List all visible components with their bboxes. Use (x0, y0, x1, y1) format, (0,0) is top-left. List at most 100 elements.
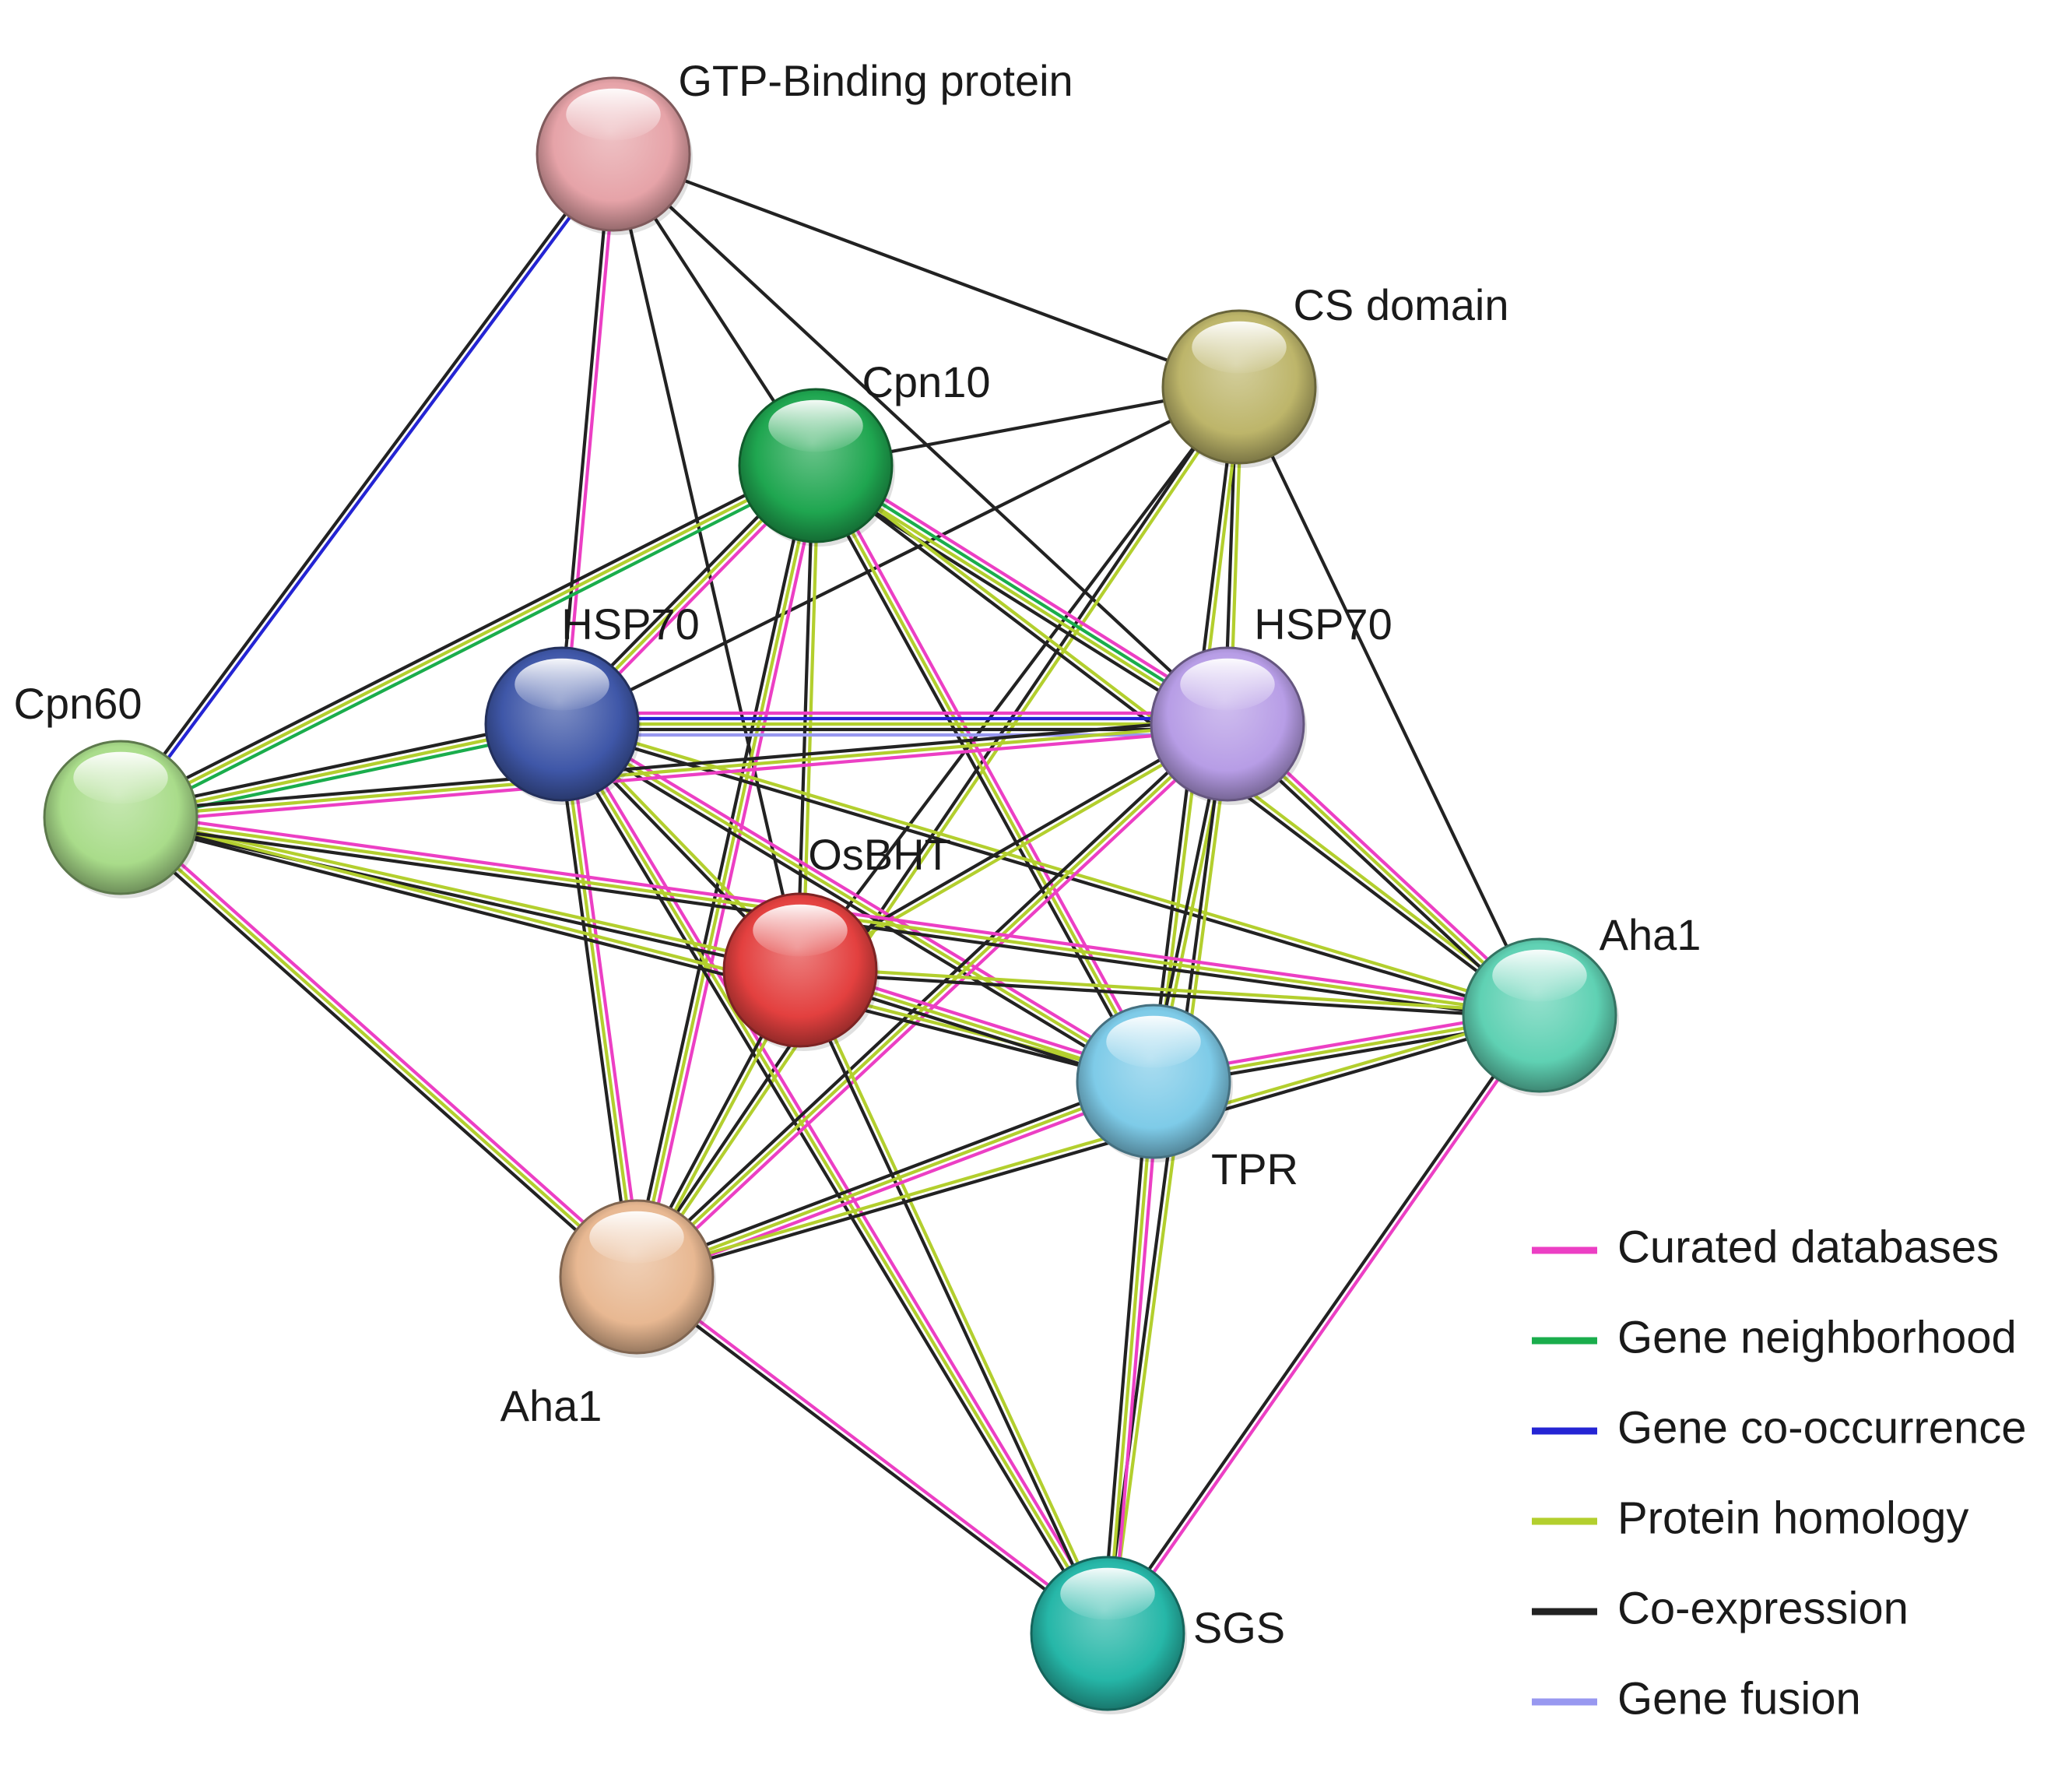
edge-strand-neighborhood (121, 469, 820, 824)
legend-label: Protein homology (1617, 1492, 1968, 1543)
node-label-aha1r: Aha1 (1600, 910, 1701, 959)
node-aha1r[interactable] (1462, 937, 1619, 1096)
edge-cpn10-tpr (809, 461, 1161, 1086)
node-highlight (1180, 658, 1275, 711)
node-label-sgs: SGS (1193, 1603, 1285, 1652)
node-gtp[interactable] (536, 76, 693, 235)
edge-strand-coexpression (611, 152, 802, 972)
edge-aha1l-sgs (633, 1273, 1112, 1637)
edge-strand-coexpression (554, 723, 634, 1280)
edge-cs-hsp70a (560, 385, 1241, 726)
legend-item-cooccurrence: Gene co-occurrence (1532, 1402, 2026, 1453)
edge-strand-coexpression (631, 718, 1226, 1275)
node-label-aha1l: Aha1 (500, 1381, 602, 1430)
node-cpn60[interactable] (43, 740, 200, 898)
edge-strand-homology (118, 463, 818, 820)
edge-strand-curated (119, 727, 1230, 825)
edge-strand-coexpression (633, 383, 1239, 1278)
node-highlight (589, 1211, 684, 1264)
edge-strand-coexpression (1104, 1011, 1540, 1634)
edge-strand-coexpression (809, 470, 1225, 733)
edge-strand-homology (799, 965, 1542, 1014)
node-label-osbht: OsBHT (808, 830, 951, 879)
edge-strand-homology (118, 722, 1230, 820)
node-tpr[interactable] (1076, 1004, 1233, 1162)
edge-strand-homology (118, 815, 639, 1279)
edge-strand-curated (563, 717, 1158, 1079)
edge-strand-coexpression (118, 818, 1155, 1086)
node-highlight (753, 904, 848, 957)
edge-strand-coexpression (635, 1016, 1543, 1282)
edge-strand-homology (634, 1079, 1156, 1279)
edge-strand-coexpression (117, 150, 613, 818)
edge-strand-curated (818, 457, 1234, 719)
edge-strand-coexpression (118, 818, 802, 975)
node-layer (43, 76, 1619, 1714)
edge-gtp-cs (611, 152, 1241, 389)
edge-strand-curated (637, 1273, 1112, 1633)
edge-strand-curated (565, 721, 644, 1278)
edge-strand-coexpression (116, 459, 815, 814)
edge-strand-curated (640, 465, 823, 1280)
edge-cpn10-hsp70b (809, 457, 1234, 733)
edge-strand-coexpression (795, 969, 1107, 1637)
edge-cpn10-aha1l (630, 462, 823, 1280)
node-label-cpn60: Cpn60 (13, 679, 142, 728)
node-aha1l[interactable] (559, 1199, 716, 1358)
edge-strand-coexpression (1100, 1079, 1150, 1635)
node-highlight (1060, 1567, 1155, 1620)
legend-label: Gene co-occurrence (1617, 1402, 2026, 1453)
edge-hsp70a-sgs (555, 719, 1115, 1638)
edge-layer (115, 150, 1545, 1638)
node-sgs[interactable] (1030, 1556, 1187, 1714)
edge-strand-curated (122, 811, 642, 1275)
node-highlight (1192, 321, 1287, 374)
edge-gtp-cpn60 (117, 150, 617, 821)
edge-strand-coexpression (118, 716, 1229, 814)
legend-label: Co-expression (1617, 1583, 1909, 1633)
edge-cs-aha1r (1237, 385, 1542, 1018)
edge-strand-homology (801, 967, 1112, 1634)
edge-strand-homology (634, 463, 818, 1279)
legend-item-homology: Protein homology (1532, 1492, 1968, 1543)
node-hsp70b[interactable] (1150, 646, 1307, 805)
edge-strand-homology (813, 463, 1156, 1084)
edge-osbht-sgs (795, 967, 1112, 1637)
node-highlight (1492, 949, 1587, 1002)
node-hsp70a[interactable] (484, 646, 641, 805)
edge-strand-curated (819, 461, 1161, 1081)
edge-strand-homology (813, 466, 1228, 729)
legend-label: Gene fusion (1617, 1673, 1861, 1724)
node-cpn10[interactable] (738, 388, 895, 547)
edge-hsp70b-aha1l (631, 718, 1233, 1283)
edge-strand-homology (634, 722, 1230, 1279)
node-cs[interactable] (1161, 309, 1319, 468)
edge-strand-homology (560, 722, 1156, 1084)
edge-gtp-hsp70a (557, 152, 618, 726)
edge-osbht-aha1r (798, 965, 1542, 1020)
node-highlight (566, 88, 661, 141)
edge-strand-homology (560, 719, 1543, 1014)
node-label-hsp70a: HSP70 (561, 599, 699, 649)
edge-strand-coexpression (798, 385, 1241, 972)
node-highlight (73, 751, 168, 804)
edge-strand-coexpression (559, 725, 1541, 1020)
node-label-cpn10: Cpn10 (862, 357, 990, 406)
node-highlight (768, 399, 863, 452)
edge-strand-coexpression (630, 462, 813, 1278)
edge-strand-cooccurrence (121, 153, 617, 821)
edge-cpn60-aha1l (115, 811, 642, 1283)
edge-strand-coexpression (560, 385, 1241, 726)
edge-strand-curated (564, 719, 1115, 1633)
edge-strand-homology (560, 722, 1110, 1636)
node-osbht[interactable] (722, 892, 880, 1051)
edge-strand-coexpression (798, 971, 1541, 1020)
edge-strand-curated (1108, 1014, 1543, 1637)
legend-label: Curated databases (1617, 1222, 1999, 1272)
legend-item-coexpression: Co-expression (1532, 1583, 1909, 1633)
edge-strand-coexpression (611, 152, 1230, 726)
edge-strand-coexpression (809, 466, 1150, 1086)
edge-strand-coexpression (633, 1074, 1154, 1274)
